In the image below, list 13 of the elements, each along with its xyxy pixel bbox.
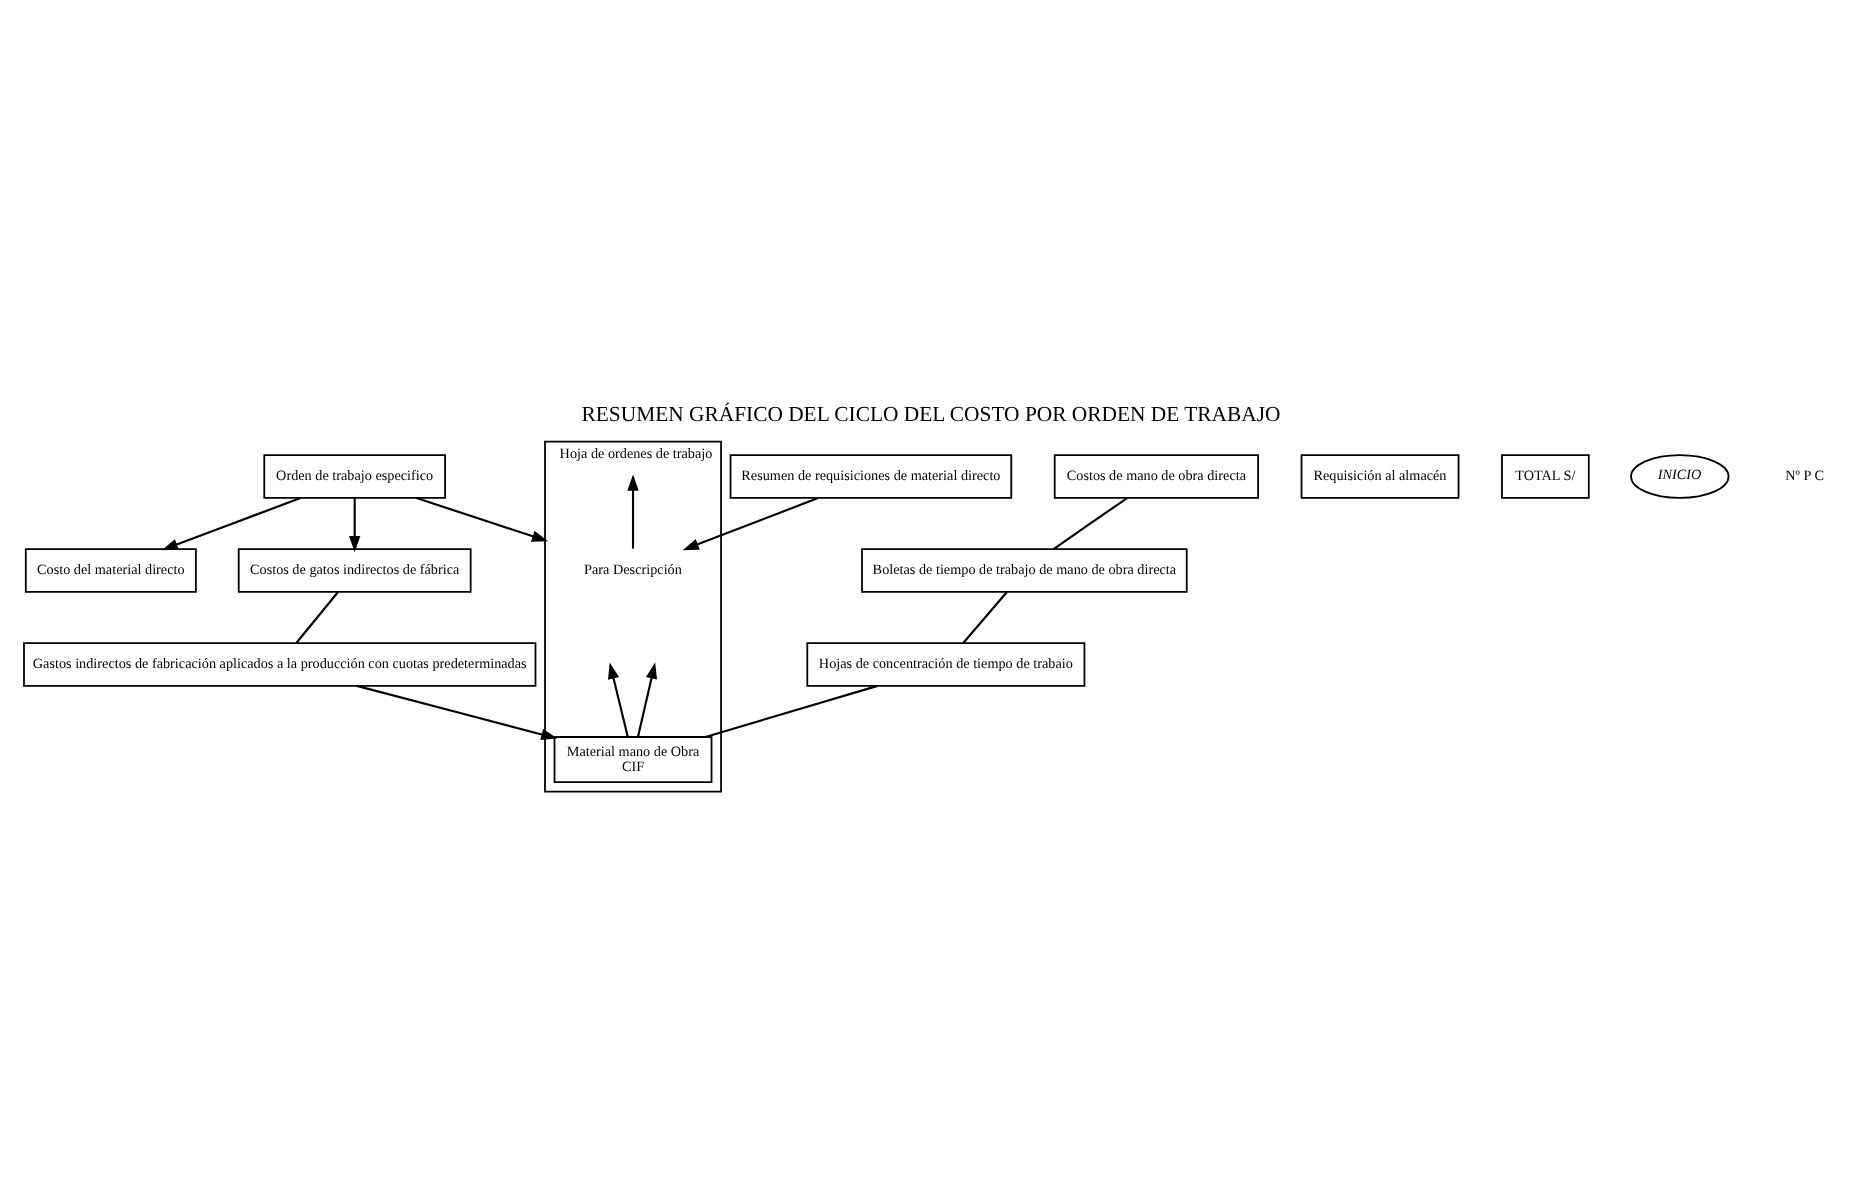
- arrow: [349, 497, 361, 552]
- connector: [962, 590, 1008, 643]
- arrow: [356, 683, 558, 739]
- connector: [295, 590, 339, 643]
- arrow: [627, 473, 639, 548]
- arrow: [608, 661, 629, 736]
- arrow: [161, 496, 301, 550]
- connector: [1053, 496, 1128, 549]
- diagram-title: RESUMEN GRÁFICO DEL CICLO DEL COSTO POR ORDEN DE TRABAJO: [581, 401, 1281, 426]
- arrow: [682, 496, 819, 550]
- connector: [705, 683, 878, 737]
- arrow: [416, 496, 549, 541]
- arrow: [637, 661, 658, 736]
